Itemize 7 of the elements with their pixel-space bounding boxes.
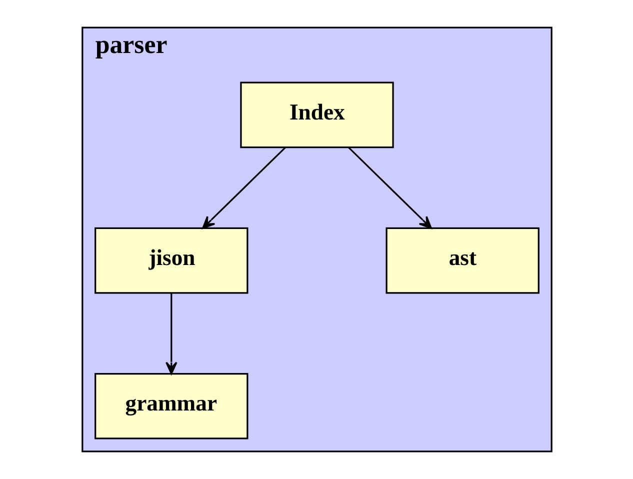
node-box: ast xyxy=(385,227,539,294)
node-box: jison xyxy=(94,227,248,294)
arrow xyxy=(165,293,177,374)
arrow xyxy=(202,146,286,229)
node-box: Index xyxy=(240,82,394,148)
arrow xyxy=(348,146,432,229)
node-box: grammar xyxy=(94,372,248,440)
